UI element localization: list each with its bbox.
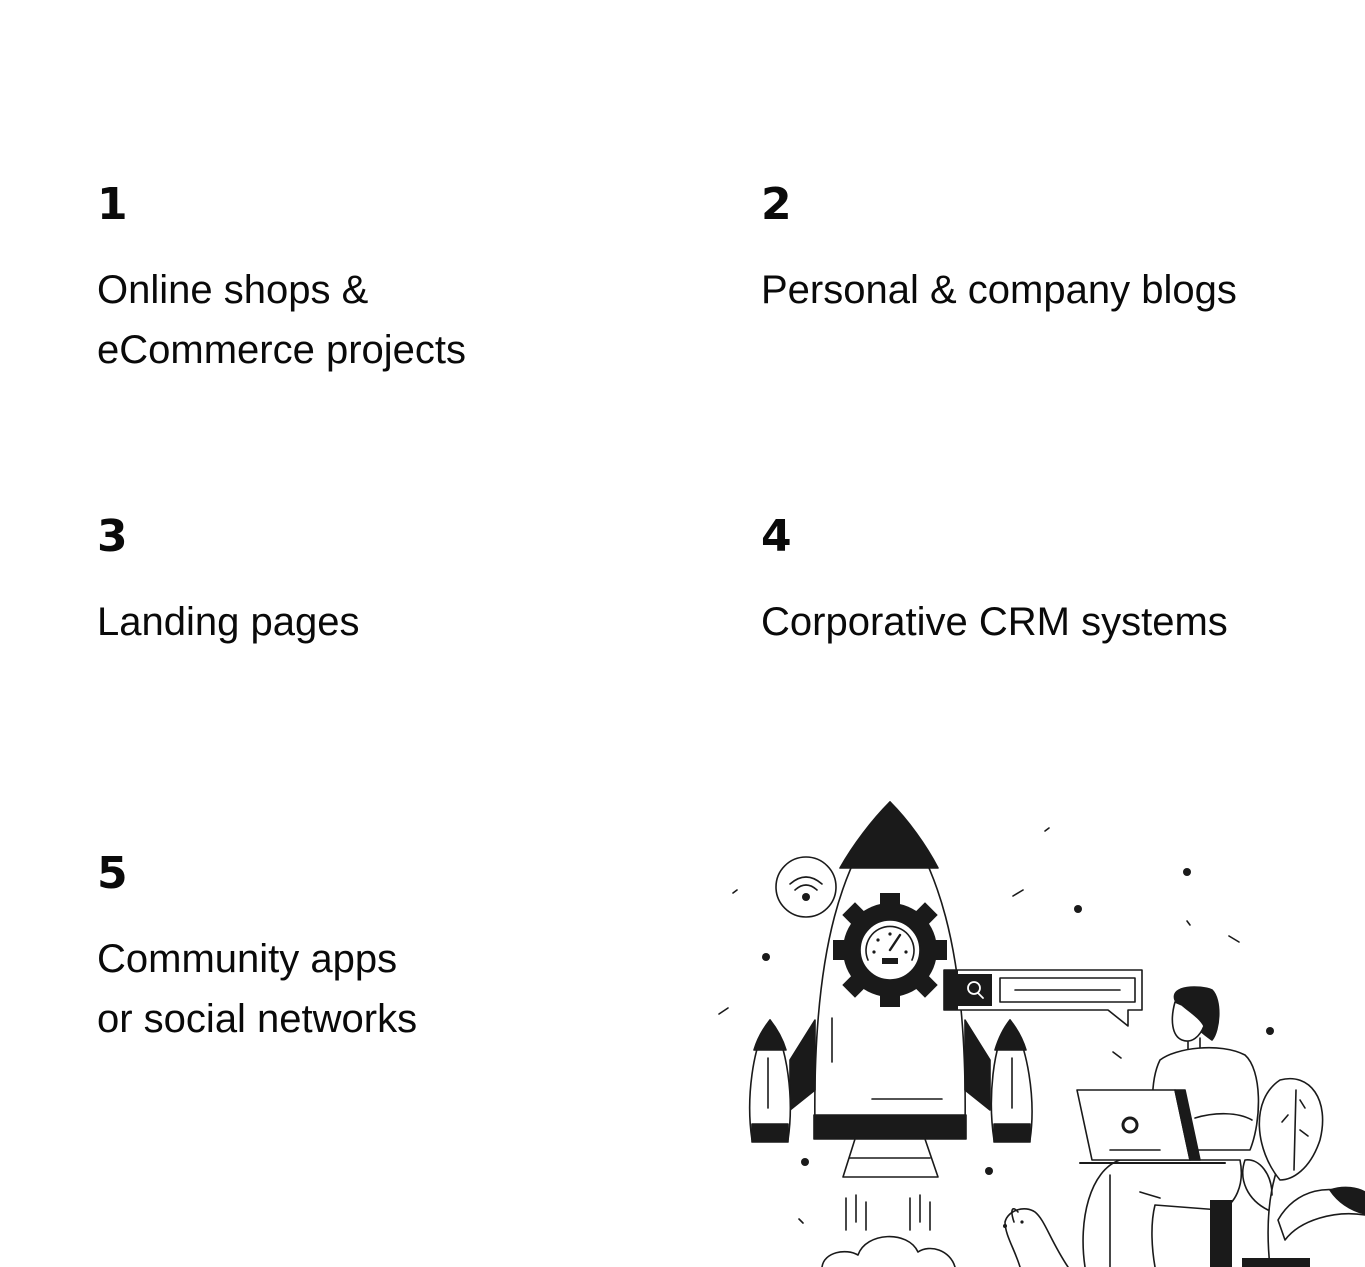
- item-label: Corporative CRM systems: [761, 600, 1228, 644]
- project-type-item-1: 1 Online shops & eCommerce projects: [97, 180, 466, 380]
- item-label: Community apps or social networks: [97, 937, 418, 1041]
- project-type-item-5: 5 Community apps or social networks: [97, 849, 417, 1049]
- item-number: 4: [761, 511, 792, 562]
- gear-icon: [833, 893, 947, 1007]
- item-label: Landing pages: [97, 600, 360, 644]
- cloud-icon: [821, 1235, 956, 1267]
- item-label: Online shops & eCommerce projects: [97, 268, 467, 372]
- plant-icon: [1241, 1077, 1365, 1267]
- search-icon: [967, 981, 984, 999]
- item-label: Personal & company blogs: [761, 268, 1237, 312]
- speedometer-icon: [865, 925, 915, 964]
- item-number: 2: [761, 179, 792, 230]
- rocket-launch-illustration: [718, 801, 1365, 1267]
- dog-icon: [1003, 1208, 1069, 1267]
- project-type-item-4: 4 Corporative CRM systems: [761, 512, 1228, 652]
- project-type-item-3: 3 Landing pages: [97, 512, 359, 652]
- search-bar-bubble: [943, 969, 1143, 1027]
- wifi-icon: [775, 856, 837, 918]
- laptop-icon: [1076, 1089, 1226, 1164]
- project-type-item-2: 2 Personal & company blogs: [761, 180, 1237, 320]
- item-number: 3: [97, 511, 128, 562]
- item-number: 5: [97, 848, 128, 899]
- item-number: 1: [97, 179, 128, 230]
- sparkle-dots: [718, 827, 1274, 1224]
